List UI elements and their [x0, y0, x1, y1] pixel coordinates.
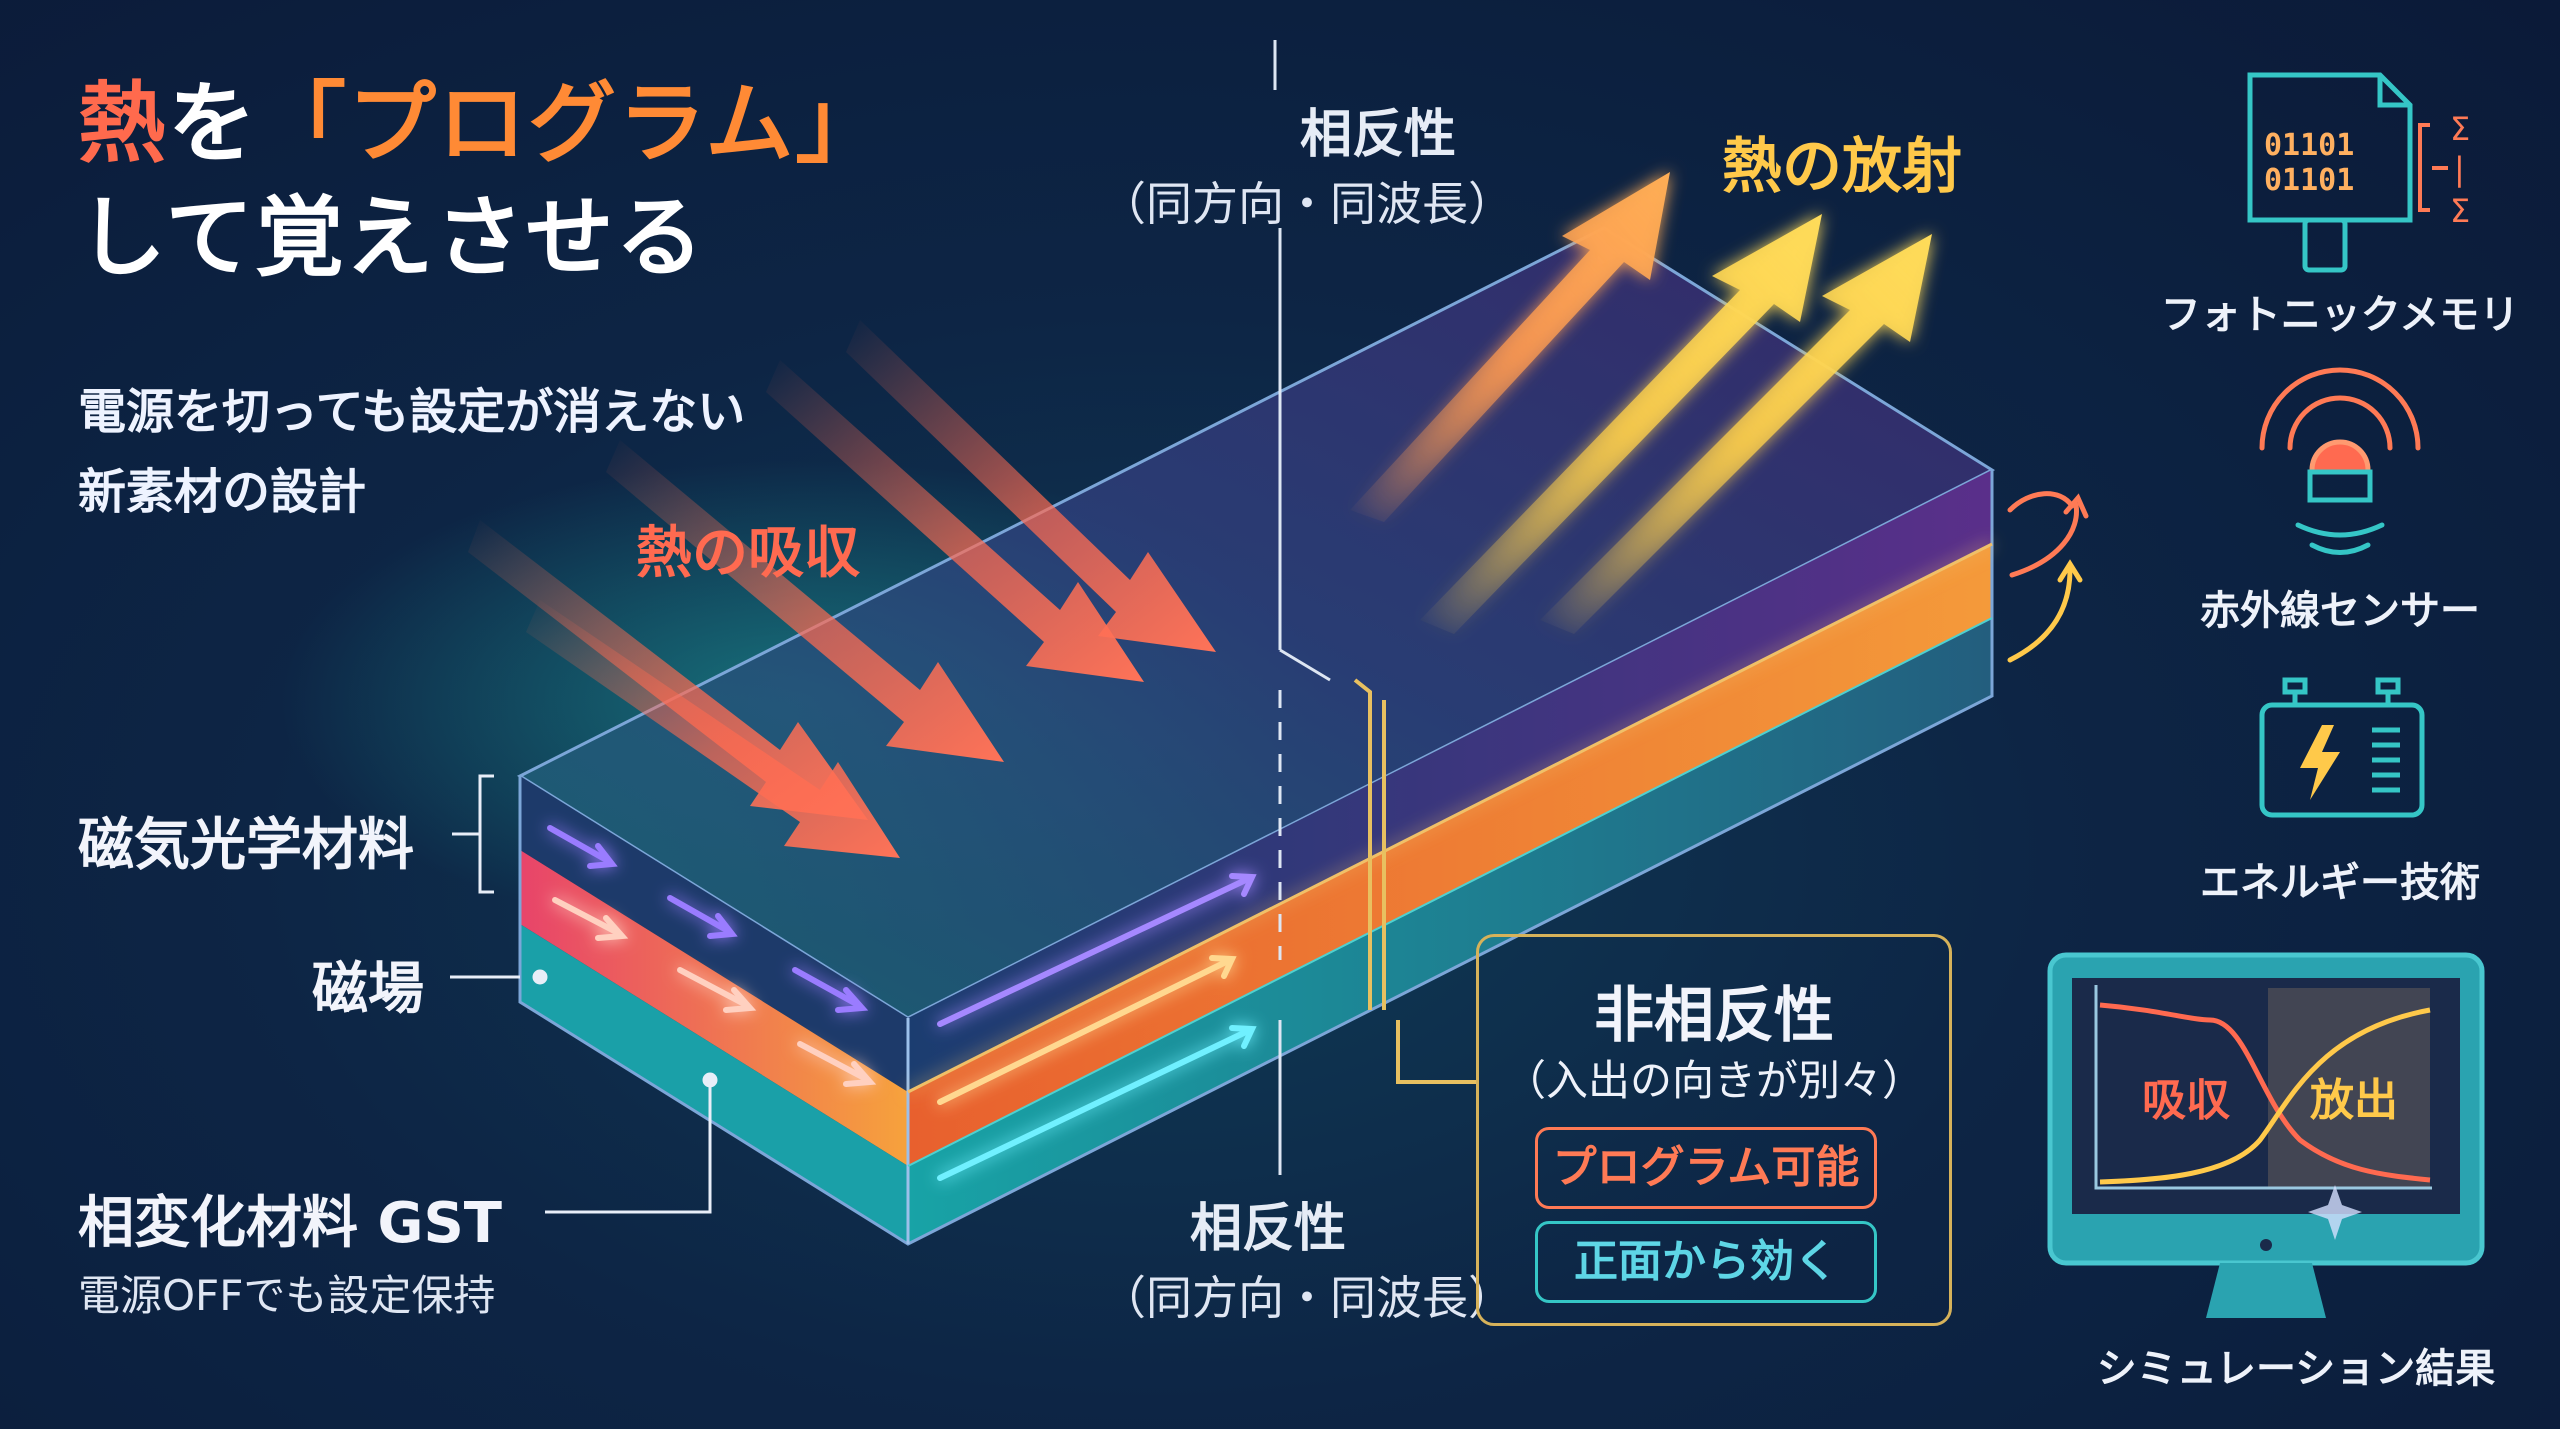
- subtitle-line1: 電源を切っても設定が消えない: [78, 384, 746, 440]
- title-bracket: 「プログラム」: [258, 72, 886, 175]
- label-magneto-optic: 磁気光学材料: [78, 813, 414, 878]
- slab-side-middle-layer: [908, 544, 1992, 1166]
- memory-sigma-icon: [2418, 123, 2448, 212]
- slab-side-top-layer: [908, 470, 1992, 1092]
- nonreciprocity-note: （入出の向きが別々）: [1503, 1056, 1924, 1105]
- reciprocity-top-label: 相反性: [1300, 105, 1457, 165]
- page-title: 熱を「プログラム」: [78, 74, 885, 174]
- sim-emit-label: 放出: [2310, 1075, 2398, 1126]
- app-label-simulation: シミュレーション結果: [2096, 1346, 2496, 1392]
- lightning-icon: [2300, 725, 2340, 800]
- memory-code-2: 01101: [2264, 163, 2354, 198]
- monitor-simulation-icon: [2047, 952, 2485, 1318]
- photonic-memory-icon: [2247, 72, 2413, 273]
- nonreciprocity-label: 非相反性: [1594, 981, 1834, 1051]
- sigma-glyph-2: Σ: [2450, 192, 2470, 230]
- subtitle-line2: 新素材の設計: [78, 464, 367, 520]
- infrared-sensor-icon: [2259, 367, 2421, 555]
- emission-arrows: [1350, 172, 1932, 634]
- label-phase-change: 相変化材料 GST: [78, 1191, 502, 1256]
- cycle-arrows: [2007, 491, 2089, 663]
- nonreciprocity-box: 非相反性 （入出の向きが別々） プログラム可能 正面から効く: [1476, 934, 1952, 1326]
- title-accent: 熱: [78, 72, 169, 175]
- leader-lines: [450, 774, 718, 1214]
- label-magnetic-field: 磁場: [312, 957, 424, 1022]
- tag-front-effective: 正面から効く: [1535, 1221, 1877, 1303]
- heat-absorb-label: 熱の吸収: [636, 521, 860, 586]
- internal-flow-arrows: [547, 825, 1257, 1181]
- tag-programmable: プログラム可能: [1535, 1127, 1877, 1209]
- nonreciprocity-marker: [1353, 678, 1478, 1084]
- heat-emit-label: 熱の放射: [1722, 132, 1962, 202]
- reciprocity-bottom-note: （同方向・同波長）: [1100, 1271, 1514, 1325]
- app-label-photonic-memory: フォトニックメモリ: [2160, 292, 2520, 338]
- slab-side-bottom-layer: [908, 618, 1992, 1244]
- app-label-infrared-sensor: 赤外線センサー: [2200, 588, 2480, 634]
- absorb-arrows: [468, 320, 1216, 858]
- title-mid: を: [168, 72, 259, 175]
- reciprocity-bottom-label: 相反性: [1190, 1199, 1347, 1259]
- sim-absorb-label: 吸収: [2142, 1075, 2230, 1126]
- memory-code-1: 01101: [2264, 128, 2354, 163]
- reciprocity-top-note: （同方向・同波長）: [1100, 177, 1514, 231]
- energy-battery-icon: [2259, 677, 2425, 818]
- page-title-line2: して覚えさせる: [78, 186, 706, 289]
- app-label-energy: エネルギー技術: [2200, 860, 2480, 906]
- bar-glyph: |: [2454, 150, 2465, 188]
- label-phase-change-note: 電源OFFでも設定保持: [78, 1271, 496, 1320]
- sigma-glyph-1: Σ: [2450, 110, 2470, 148]
- reciprocity-divider: [1273, 40, 1331, 1175]
